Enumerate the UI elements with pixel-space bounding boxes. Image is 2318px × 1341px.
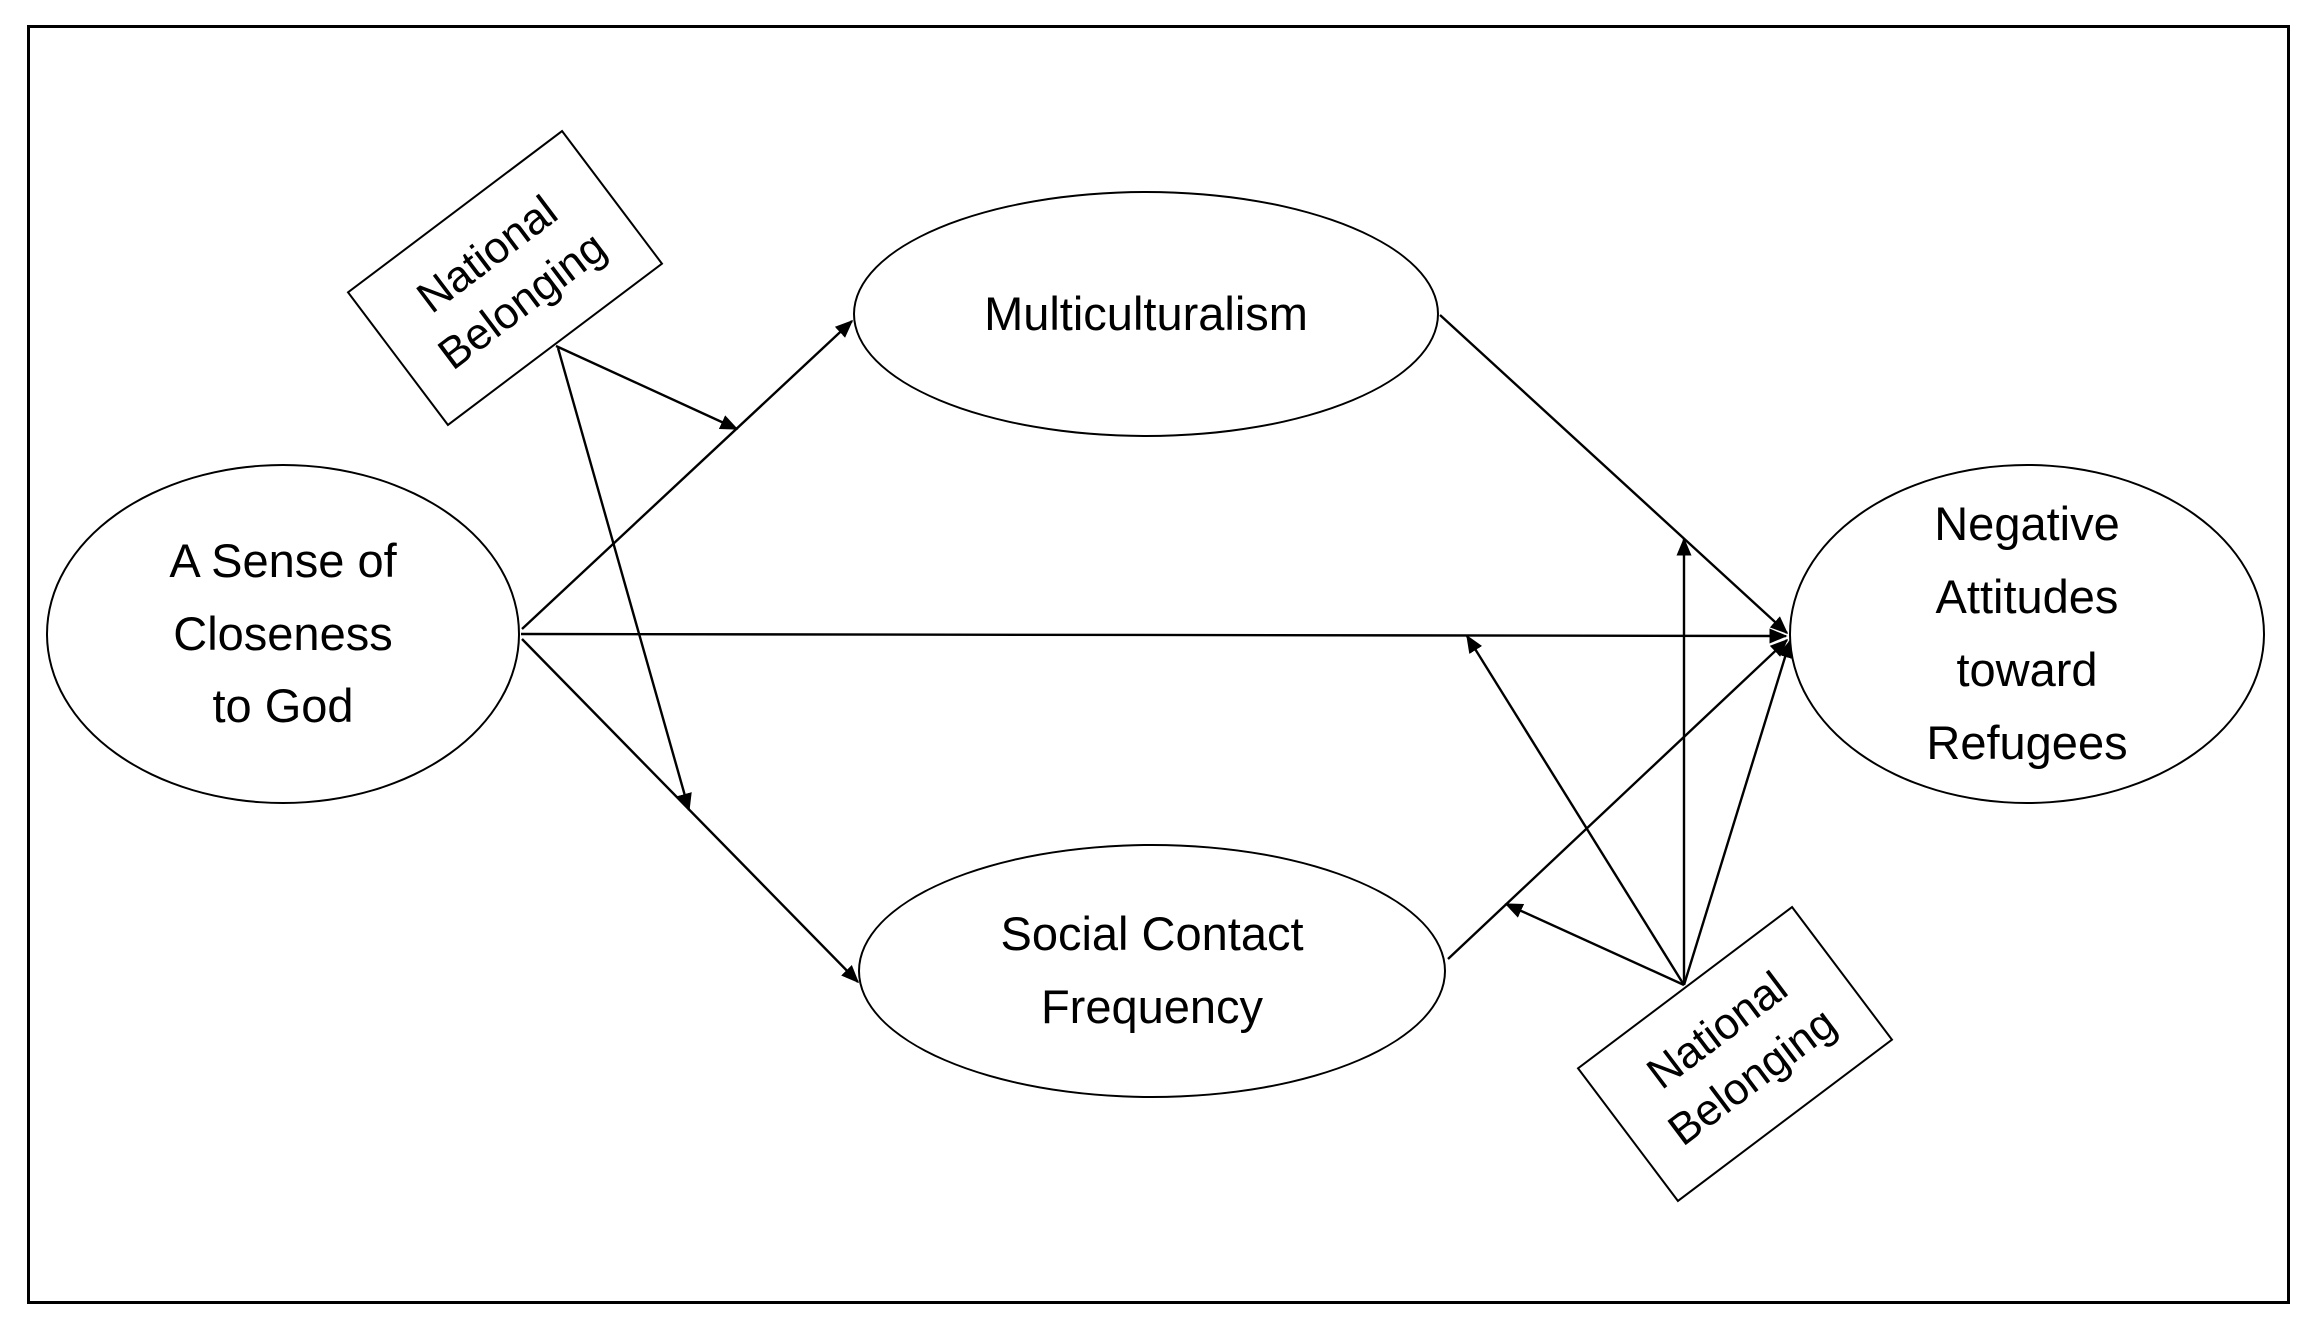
node-multiculturalism-label: Multiculturalism [984, 286, 1308, 340]
node-closeness-to-god: A Sense of Closeness to God [46, 464, 520, 804]
node-social-contact-frequency: Social Contact Frequency [858, 844, 1446, 1098]
edge-multiculturalism-to-negative-attitudes [1439, 314, 1789, 635]
edge-closeness-to-multiculturalism [521, 319, 854, 630]
node-negative-attitudes-toward-refugees: Negative Attitudes toward Refugees [1789, 464, 2265, 804]
edge-national-belonging-bottom-moderates-closeness-negative [1465, 634, 1686, 986]
edge-national-belonging-bottom-moderates-social-contact-negative [1504, 902, 1685, 987]
node-closeness-to-god-label: A Sense of Closeness to God [169, 533, 397, 733]
edge-closeness-to-negative-attitudes [520, 628, 1788, 644]
edge-social-contact-to-negative-attitudes [1447, 638, 1789, 960]
edge-national-belonging-bottom-to-negative-attitudes [1682, 639, 1793, 986]
diagram-border [27, 25, 2290, 1304]
edge-national-belonging-top-moderates-closeness-social-contact [556, 347, 692, 812]
edge-closeness-to-social-contact [521, 638, 860, 984]
node-negative-attitudes-toward-refugees-label: Negative Attitudes toward Refugees [1926, 497, 2128, 769]
edge-national-belonging-top-moderates-closeness-multiculturalism [555, 344, 739, 431]
node-multiculturalism: Multiculturalism [853, 191, 1439, 437]
node-social-contact-frequency-label: Social Contact Frequency [1000, 907, 1304, 1033]
